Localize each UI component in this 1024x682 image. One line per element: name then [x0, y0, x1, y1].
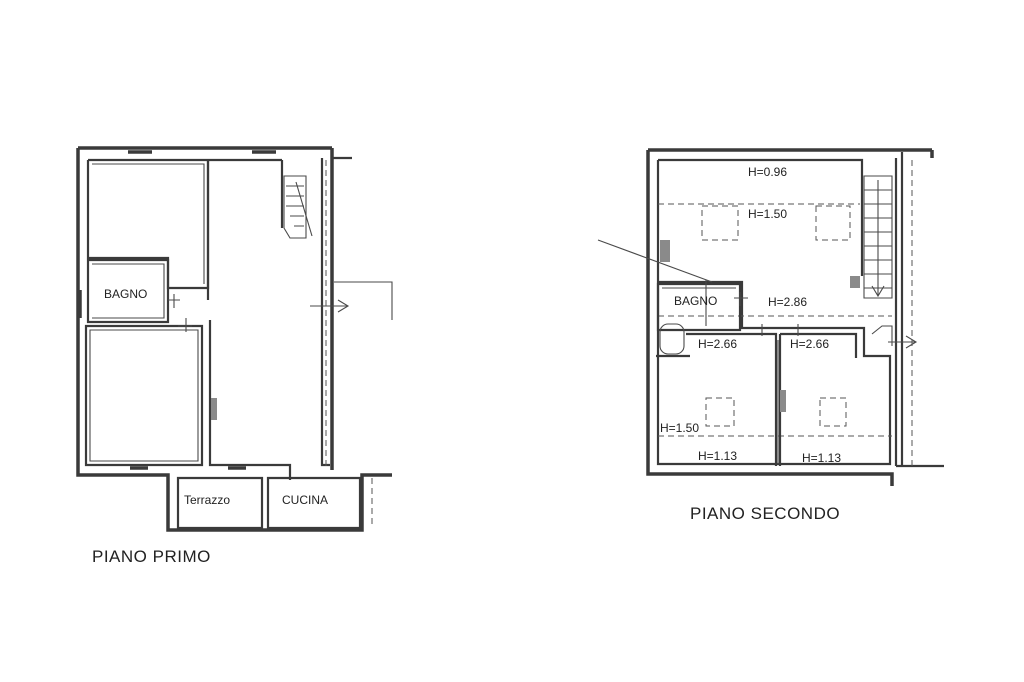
- attic-radiator: [660, 240, 670, 262]
- first-floor-entrance: [310, 281, 393, 320]
- second-floor-right-wall: [894, 152, 944, 468]
- second-floor-bagno-label: BAGNO: [674, 294, 717, 308]
- upper-left-room-inner: [92, 163, 205, 284]
- second-floor-bagno-inner: [662, 280, 736, 326]
- first-floor-door-ticks: [168, 294, 192, 332]
- first-floor-terrazzo-label: Terrazzo: [184, 493, 230, 507]
- first-floor-boundary-dash: [325, 160, 373, 528]
- second-floor-inner-outline: [656, 158, 892, 466]
- annotation-leader-line: [597, 239, 713, 283]
- first-floor-stairs: [283, 175, 313, 239]
- terrazzo-wall: [176, 476, 264, 530]
- height-label-266-left: H=2.66: [698, 337, 737, 351]
- lower-left-room-inner: [89, 329, 199, 462]
- first-floor-outer-right-edge: [88, 158, 284, 228]
- first-floor-window-ticks: [78, 150, 276, 470]
- first-floor-radiator: [211, 398, 217, 420]
- skylight-4: [819, 397, 847, 427]
- second-floor-entrance: [871, 325, 918, 349]
- second-floor-stairs: [850, 175, 893, 299]
- corridor-wall: [206, 160, 292, 480]
- second-floor-outer-wall: [646, 148, 934, 486]
- second-floor-plan: BAGNO H=0.96 H=1.50 H=2.86 H=2.66 H=2.66…: [597, 148, 944, 523]
- upper-left-room-wall: [86, 160, 210, 290]
- first-floor-bagno-label: BAGNO: [104, 287, 147, 301]
- second-floor-radiator: [780, 390, 786, 412]
- skylight-3: [705, 397, 735, 427]
- first-floor-plan: BAGNO Terrazzo CUCINA PIANO PRIMO: [76, 146, 393, 566]
- bathtub: [659, 323, 685, 355]
- second-floor-door-ticks: [734, 292, 799, 336]
- height-label-096: H=0.96: [748, 165, 787, 179]
- height-label-113-right: H=1.13: [802, 451, 841, 465]
- second-floor-title: PIANO SECONDO: [690, 504, 840, 523]
- cucina-wall: [266, 476, 362, 530]
- first-floor-bagno-inner: [92, 263, 165, 319]
- first-floor-right-wall: [320, 150, 352, 467]
- first-floor-title: PIANO PRIMO: [92, 547, 211, 566]
- left-bedroom-wall: [656, 332, 778, 466]
- height-label-150-top: H=1.50: [748, 207, 787, 221]
- first-floor-outer-wall: [76, 146, 392, 532]
- lower-left-room-wall: [84, 324, 204, 467]
- height-label-113-left: H=1.13: [698, 449, 737, 463]
- first-floor-bagno-wall: [86, 258, 170, 324]
- right-bedroom-wall: [778, 332, 858, 466]
- skylight-2: [815, 205, 851, 241]
- skylight-1: [701, 205, 739, 241]
- second-floor-bagno-wall: [656, 282, 742, 332]
- first-floor-cucina-label: CUCINA: [282, 493, 328, 507]
- height-label-150-left: H=1.50: [660, 421, 699, 435]
- height-label-266-right: H=2.66: [790, 337, 829, 351]
- height-label-286: H=2.86: [768, 295, 807, 309]
